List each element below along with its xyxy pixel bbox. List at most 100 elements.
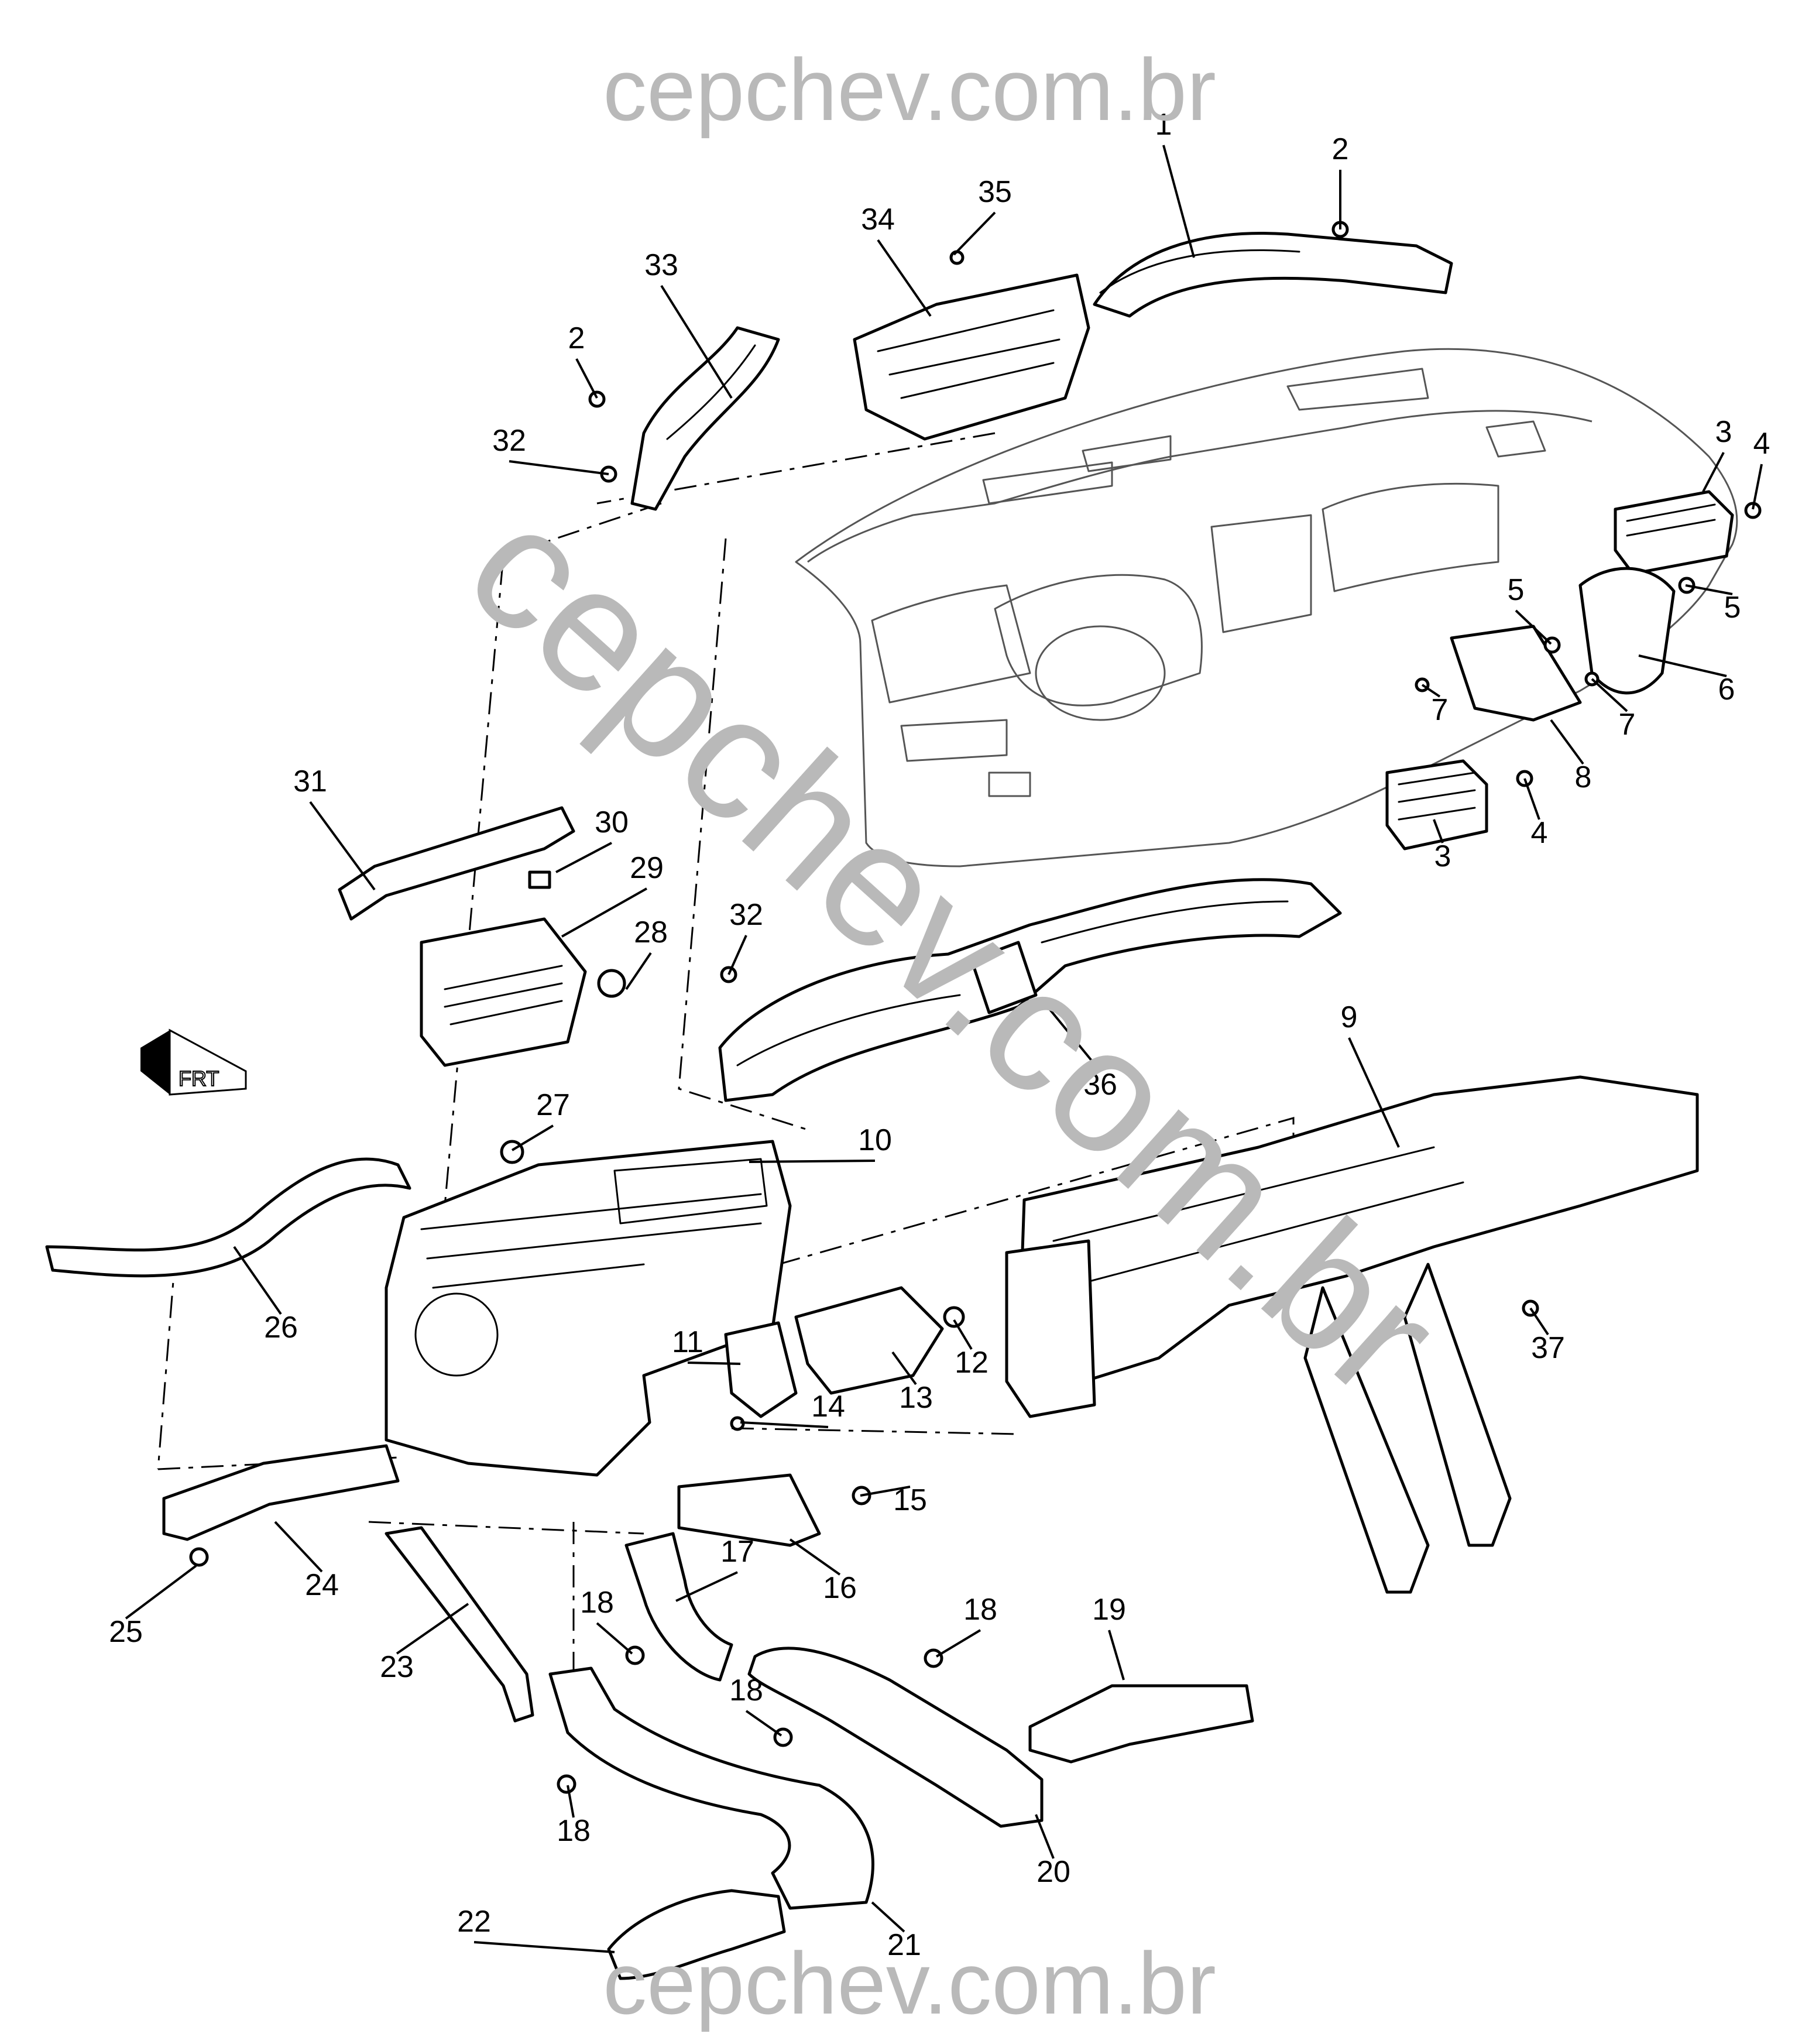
- leader-line-c7b: [1591, 678, 1628, 712]
- callout-c34: 34: [861, 203, 895, 236]
- callout-c26: 26: [264, 1311, 298, 1345]
- parts: [45, 221, 1762, 1980]
- leader-line-c26: [233, 1246, 282, 1315]
- leader-line-c30: [555, 842, 612, 873]
- leader-line-c5b: [1685, 584, 1733, 595]
- leader-line-c10: [749, 1160, 876, 1163]
- part-11-outlet: [724, 1321, 798, 1418]
- leader-line-c28: [625, 952, 652, 990]
- callout-c5b: 5: [1724, 591, 1741, 625]
- leader-line-c18d: [567, 1785, 575, 1818]
- part-20-rear-duct: [747, 1647, 1044, 1828]
- part-29-duct-adapter: [420, 917, 587, 1067]
- callout-c2a: 2: [1332, 132, 1349, 166]
- callout-c31: 31: [293, 764, 327, 798]
- callout-c7b: 7: [1619, 708, 1636, 742]
- leader-line-c9: [1348, 1037, 1400, 1148]
- callout-c10: 10: [858, 1123, 892, 1157]
- callout-c4b: 4: [1531, 816, 1548, 850]
- leader-line-c33: [660, 284, 733, 399]
- callout-c1: 1: [1155, 108, 1172, 142]
- leader-line-c29: [561, 887, 647, 938]
- part-3-lower-left-vent: [1385, 759, 1488, 850]
- leader-line-c34: [877, 239, 932, 317]
- callout-c5a: 5: [1508, 573, 1525, 607]
- callout-c21: 21: [887, 1928, 921, 1962]
- callout-c23: 23: [380, 1650, 414, 1684]
- leader-line-c31: [309, 801, 376, 891]
- watermark-top: cepchev.com.br: [603, 40, 1216, 139]
- watermark-bottom: cepchev.com.br: [603, 1934, 1216, 2032]
- leader-line-c17: [675, 1571, 738, 1602]
- part-3-upper-right-vent: [1614, 490, 1734, 575]
- part-8-center-vent: [1450, 625, 1582, 722]
- leader-line-c15: [860, 1486, 911, 1497]
- part-21-rear-duct: [548, 1666, 874, 1910]
- callout-c4a: 4: [1753, 427, 1770, 461]
- callout-c2b: 2: [568, 321, 585, 355]
- part-19-rear-outlet: [1028, 1684, 1254, 1764]
- callout-c3a: 3: [1715, 415, 1732, 449]
- callout-c11: 11: [672, 1325, 703, 1359]
- callout-c8: 8: [1575, 760, 1592, 794]
- leader-line-c12: [953, 1319, 973, 1350]
- leader-line-c37: [1529, 1307, 1549, 1336]
- part-10-hvac-module: [385, 1140, 792, 1477]
- leader-line-c25: [125, 1565, 197, 1620]
- leader-line-c18a: [596, 1622, 633, 1655]
- front-direction-arrow-icon: FRT: [140, 1028, 247, 1096]
- leader-line-c20: [1035, 1814, 1055, 1859]
- leader-line-c32a: [509, 460, 609, 475]
- part-23-support-rod: [385, 1526, 534, 1723]
- leader-line-c14: [740, 1421, 829, 1428]
- part-25-fastener: [189, 1547, 209, 1567]
- callout-c19: 19: [1092, 1593, 1126, 1627]
- part-1-defroster-duct: [1093, 232, 1453, 318]
- leader-line-c27: [511, 1124, 554, 1151]
- callout-c24: 24: [305, 1568, 339, 1602]
- leader-lines: [125, 145, 1763, 1953]
- callout-c15: 15: [893, 1483, 927, 1517]
- part-31-floor-duct: [338, 806, 575, 921]
- leader-line-c3b: [1433, 819, 1444, 843]
- leader-line-c19: [1108, 1630, 1125, 1681]
- callout-c12: 12: [955, 1346, 989, 1380]
- part-26-drain-hose: [45, 1157, 411, 1278]
- leader-line-c8: [1550, 719, 1584, 765]
- leader-line-c18c: [745, 1710, 782, 1737]
- callout-c33: 33: [644, 248, 678, 282]
- callout-c17: 17: [720, 1535, 754, 1569]
- leader-line-c24: [274, 1521, 323, 1573]
- leader-line-c2b: [575, 358, 598, 399]
- part-13-outlet-duct: [794, 1286, 944, 1395]
- part-6-side-window-vent: [1578, 567, 1676, 695]
- callout-c37: 37: [1531, 1331, 1565, 1365]
- callout-c18c: 18: [729, 1673, 763, 1707]
- callout-c13: 13: [899, 1381, 933, 1415]
- callout-c14: 14: [811, 1390, 845, 1424]
- leader-line-c5a: [1515, 609, 1552, 645]
- part-33-side-duct: [630, 326, 780, 511]
- callout-c6: 6: [1718, 673, 1735, 707]
- leader-line-c11: [687, 1361, 741, 1365]
- callout-c35: 35: [978, 175, 1012, 209]
- instrument-panel: [795, 348, 1738, 867]
- callout-c32b: 32: [729, 898, 763, 932]
- part-22-rear-outlet: [607, 1889, 786, 1980]
- part-24-floor-duct: [162, 1444, 400, 1541]
- leader-line-c18b: [935, 1629, 981, 1658]
- callout-c3b: 3: [1434, 839, 1451, 873]
- part-30-clip: [528, 870, 551, 889]
- leader-line-c4a: [1752, 464, 1763, 510]
- leader-line-c22: [473, 1941, 615, 1953]
- callout-c36: 36: [1083, 1068, 1117, 1102]
- leader-line-c3a: [1702, 452, 1725, 492]
- leader-line-c13: [891, 1351, 917, 1385]
- callout-c27: 27: [536, 1088, 570, 1122]
- leader-line-c35: [953, 211, 996, 256]
- callout-c9: 9: [1341, 1000, 1358, 1034]
- leader-line-c7a: [1421, 684, 1441, 698]
- leader-line-c23: [396, 1603, 469, 1655]
